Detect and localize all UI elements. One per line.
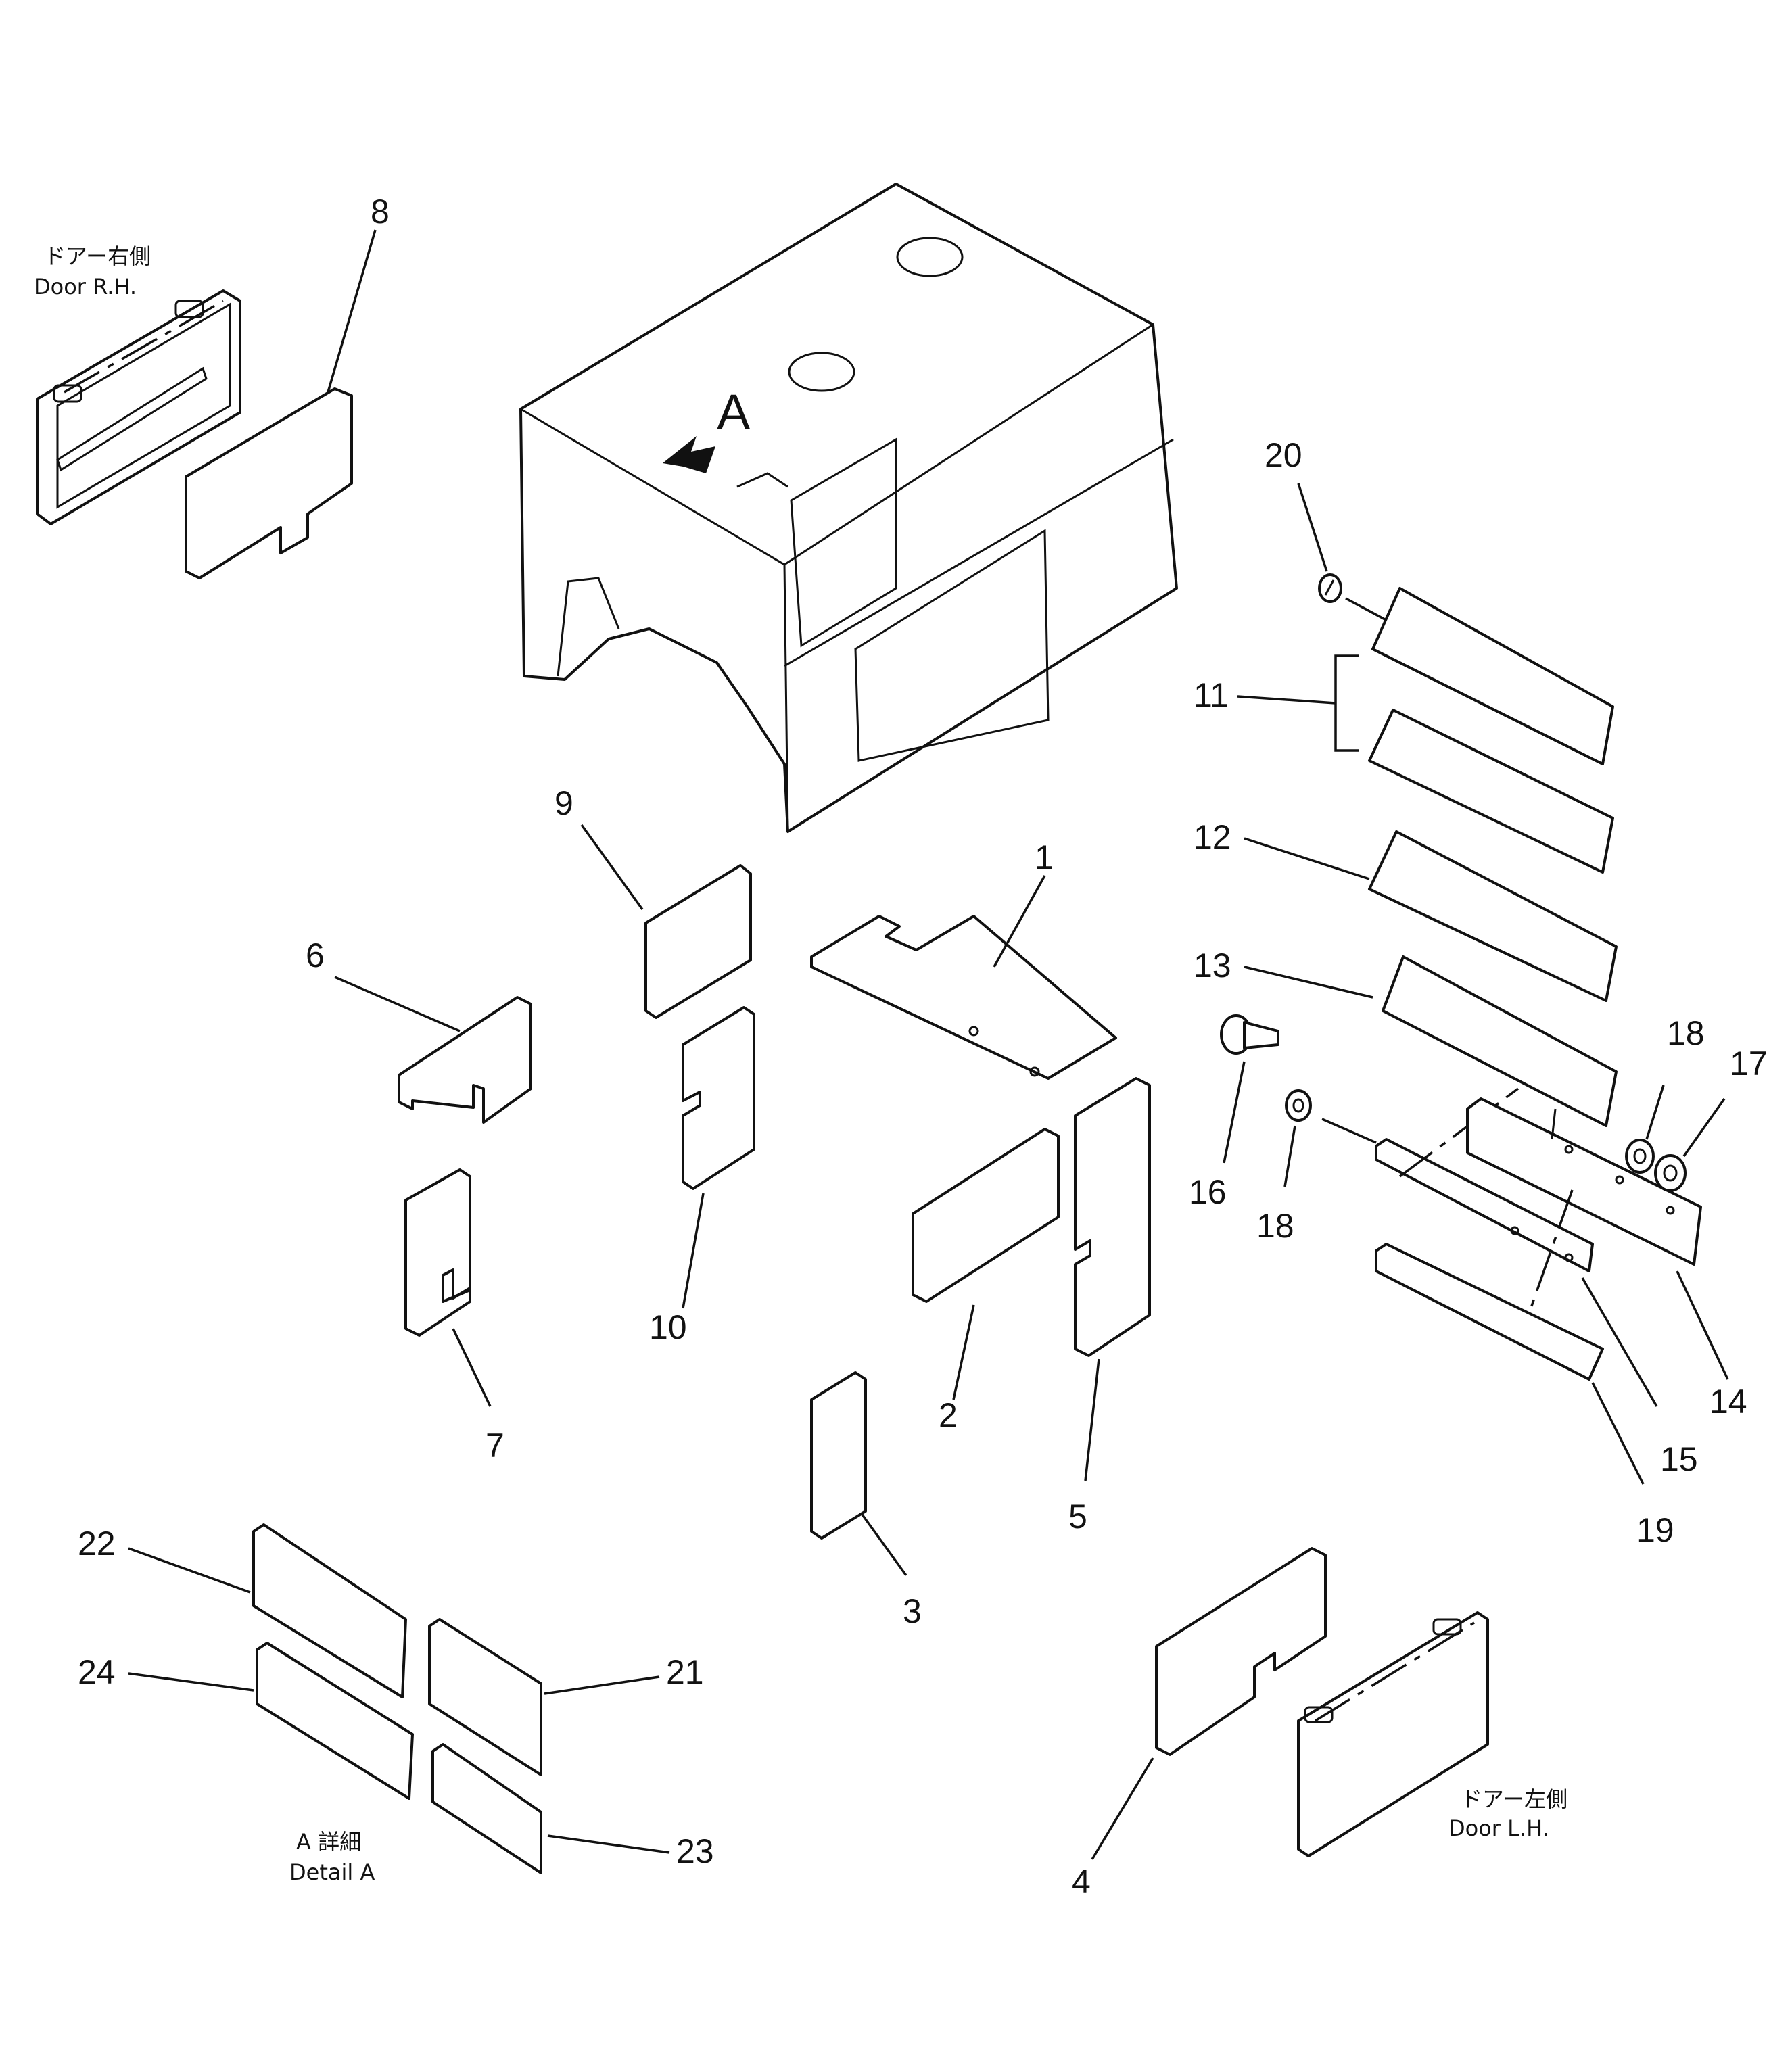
- callout-21: 21: [666, 1653, 704, 1691]
- detail-a-caption-en: Detail A: [289, 1859, 375, 1885]
- callout-15: 15: [1660, 1440, 1698, 1478]
- callout-4: 4: [1072, 1863, 1091, 1901]
- engine-hood: A: [519, 183, 1178, 833]
- part-12: 12: [1194, 818, 1618, 1002]
- callout-3: 3: [903, 1592, 922, 1630]
- part-18-right: 18: [1625, 1014, 1705, 1174]
- door-rh-caption-en: Door R.H.: [34, 274, 137, 300]
- part-11: 11: [1194, 587, 1614, 874]
- door-lh-caption-jp: ドアー左側: [1461, 1786, 1567, 1812]
- callout-17: 17: [1730, 1045, 1768, 1082]
- part-19: 19: [1375, 1243, 1674, 1549]
- callout-13: 13: [1194, 947, 1231, 984]
- part-2: 2: [912, 1128, 1060, 1434]
- part-21: [428, 1618, 542, 1776]
- callout-24: 24: [78, 1653, 116, 1691]
- part-9: 9: [555, 784, 752, 1019]
- callout-5: 5: [1068, 1498, 1087, 1535]
- callout-14: 14: [1710, 1383, 1747, 1421]
- detail-a-group: 22 24 21 23 A 詳細 Detail A: [78, 1523, 714, 1885]
- part-16: 16: [1189, 1014, 1279, 1211]
- callout-12: 12: [1194, 818, 1231, 856]
- part-24: [256, 1642, 414, 1800]
- door-lh-caption-en: Door L.H.: [1448, 1815, 1549, 1841]
- callout-6: 6: [306, 936, 325, 974]
- part-22: [252, 1523, 407, 1698]
- callout-22: 22: [78, 1525, 116, 1563]
- door-lh-group: ドアー左側 Door L.H.: [1297, 1611, 1567, 1857]
- callout-11: 11: [1194, 676, 1229, 714]
- part-10: 10: [649, 1006, 755, 1346]
- part-13: 13: [1194, 947, 1618, 1127]
- callout-16: 16: [1189, 1173, 1227, 1211]
- callout-7: 7: [486, 1427, 504, 1464]
- part-17: 17: [1654, 1045, 1768, 1192]
- door-rh-group: ドアー右側 Door R.H.: [34, 243, 241, 525]
- callout-8: 8: [371, 193, 390, 231]
- callout-9: 9: [555, 784, 573, 822]
- part-4: 4: [1072, 1547, 1327, 1901]
- callout-18a: 18: [1667, 1014, 1705, 1052]
- door-rh-caption-jp: ドアー右側: [44, 243, 151, 269]
- callout-1: 1: [1035, 838, 1054, 876]
- part-3: 3: [810, 1371, 922, 1630]
- part-1: 1: [810, 838, 1117, 1080]
- callout-19: 19: [1636, 1511, 1674, 1549]
- part-14: 14: [1466, 1097, 1747, 1421]
- part-8: 8: [185, 193, 390, 579]
- part-15: 15: [1375, 1087, 1698, 1478]
- callout-23: 23: [676, 1832, 714, 1870]
- part-18-left: 18: [1256, 1089, 1377, 1245]
- part-5: 5: [1068, 1077, 1151, 1535]
- callout-18b: 18: [1256, 1207, 1294, 1245]
- part-23: [431, 1743, 542, 1874]
- view-arrow-icon: [663, 436, 715, 473]
- part-7: 7: [404, 1168, 504, 1464]
- callout-20: 20: [1265, 436, 1302, 474]
- part-20: 20: [1265, 436, 1492, 677]
- view-arrow-letter: A: [717, 384, 751, 440]
- detail-a-caption-jp: A 詳細: [296, 1829, 361, 1855]
- callout-2: 2: [939, 1396, 958, 1434]
- part-6: 6: [306, 936, 532, 1124]
- callout-10: 10: [649, 1308, 687, 1346]
